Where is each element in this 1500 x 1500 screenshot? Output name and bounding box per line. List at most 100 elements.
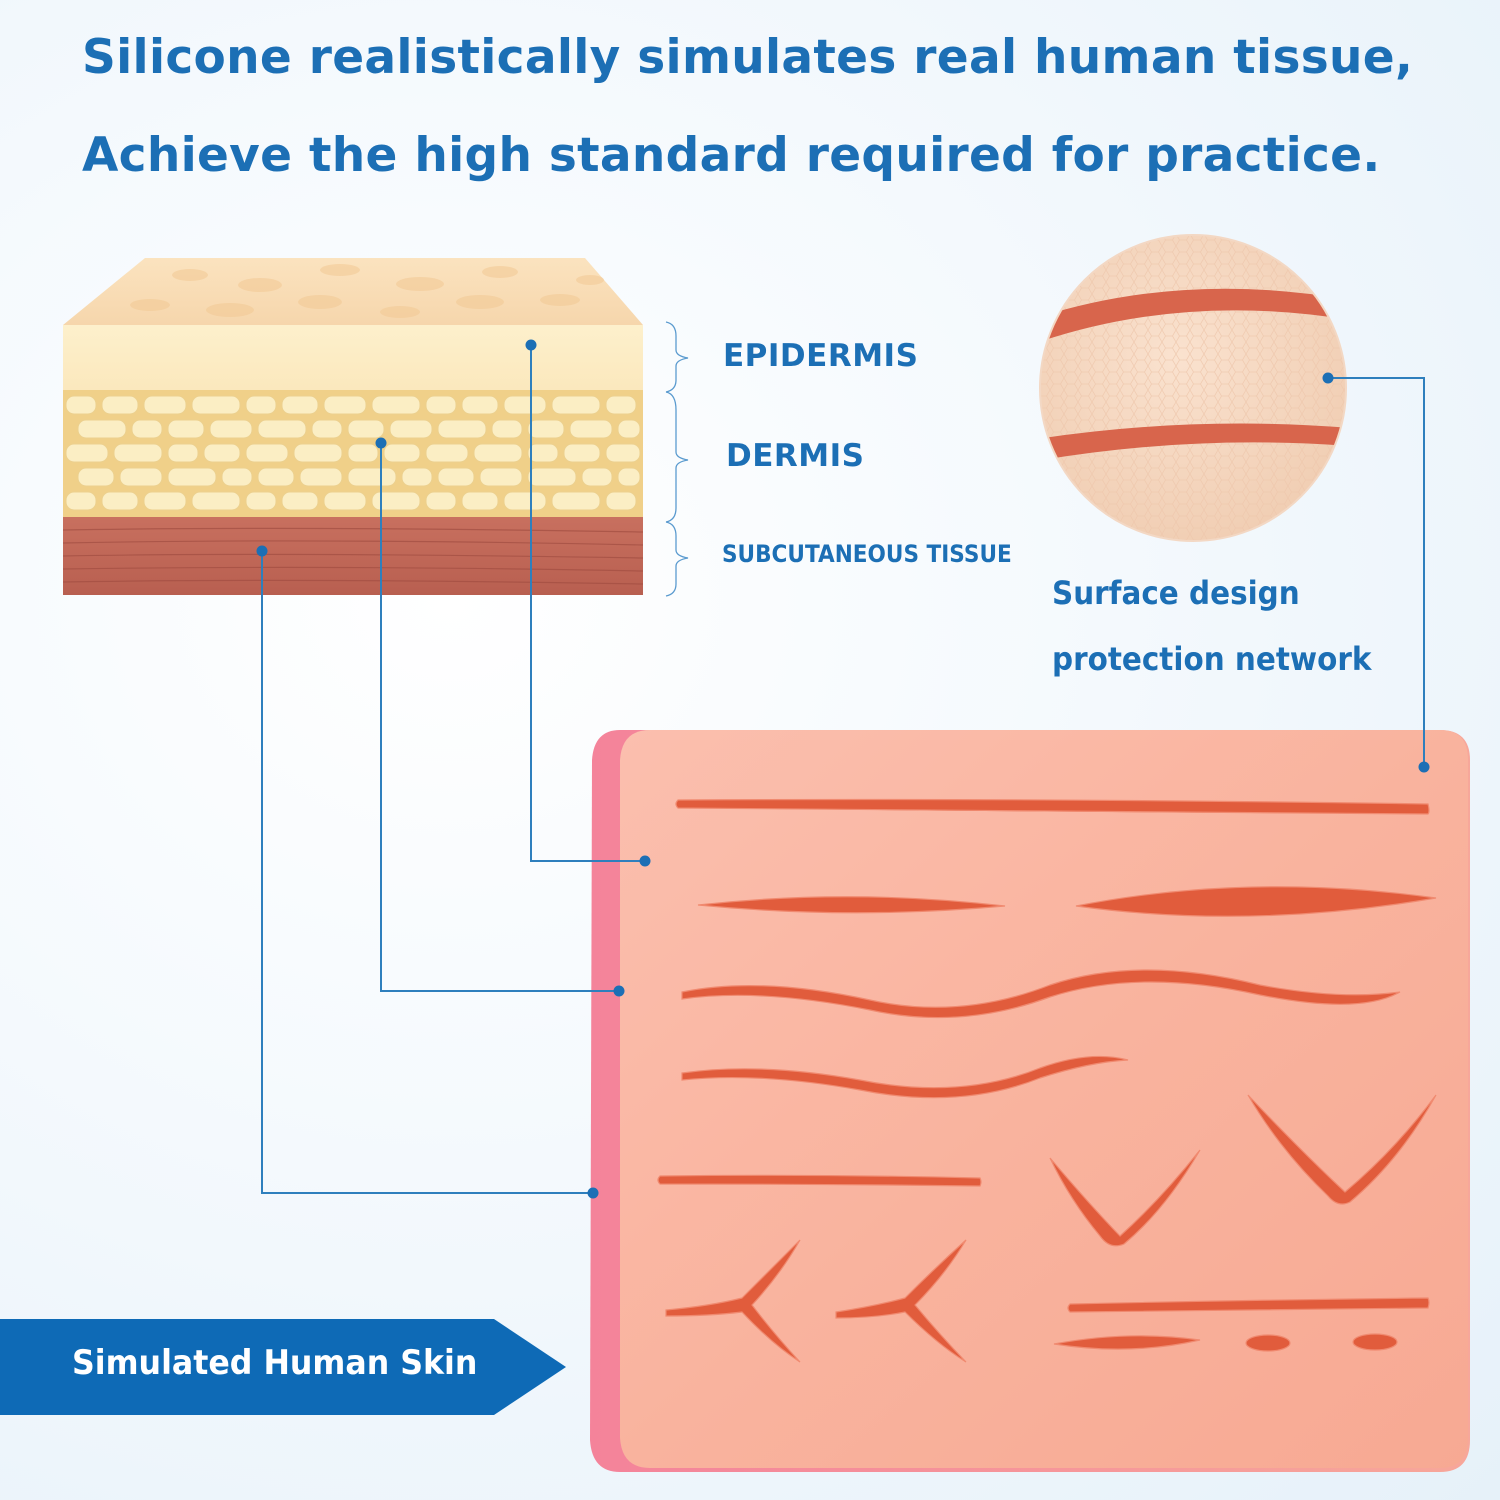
leader-epidermis <box>530 345 645 862</box>
dermis-cell <box>437 467 475 487</box>
dermis-cell <box>527 419 565 439</box>
layer-brackets <box>665 321 689 597</box>
dermis-cell <box>371 491 421 511</box>
suture-pad <box>590 730 1470 1472</box>
incision-v-large <box>1247 1094 1437 1205</box>
dermis-cell <box>551 395 601 415</box>
dermis-cell <box>293 443 343 463</box>
dermis-cell <box>323 491 367 511</box>
dermis-cell <box>617 419 641 439</box>
dermis-cell <box>143 491 187 511</box>
dermis-cell <box>143 395 187 415</box>
incision-dot-1 <box>1245 1334 1291 1352</box>
dermis-cell <box>527 443 559 463</box>
dermis-cell <box>401 467 433 487</box>
dermis-cell <box>65 443 109 463</box>
banner-label: Simulated Human Skin <box>72 1343 478 1383</box>
leader-surface <box>1328 377 1425 767</box>
headline-line-2: Achieve the high standard required for p… <box>82 128 1381 183</box>
dermis-cell <box>461 491 499 511</box>
incision-elliptic-bottom <box>1053 1335 1201 1350</box>
dermis-cell <box>605 491 637 511</box>
dermis-cell <box>257 467 295 487</box>
dermis-cell <box>461 395 499 415</box>
surface-label-line-1: Surface design <box>1052 574 1300 612</box>
leader-dermis <box>380 443 619 992</box>
dermis-cell <box>425 491 457 511</box>
dermis-cell <box>347 419 385 439</box>
leader-dots <box>256 339 1430 1199</box>
dermis-cell <box>167 443 199 463</box>
dermis-cell <box>311 419 343 439</box>
dermis-cell <box>191 395 241 415</box>
suture-pad-top <box>620 730 1468 1468</box>
dermis-cell <box>191 491 241 511</box>
subcutaneous-bracket <box>665 521 689 597</box>
dermis-cell <box>437 419 487 439</box>
magnified-incision-top <box>1040 288 1346 345</box>
dermis-cell <box>65 491 97 511</box>
dermis-cell <box>281 491 319 511</box>
dermis-cell <box>551 491 601 511</box>
dermis-cell <box>167 419 205 439</box>
leader-lines <box>261 345 1425 1194</box>
product-banner: Simulated Human Skin <box>0 1319 566 1415</box>
dermis-cell <box>221 467 253 487</box>
dermis-bracket <box>665 391 689 523</box>
epidermis-layer <box>63 325 643 390</box>
headline-line-1: Silicone realistically simulates real hu… <box>82 30 1414 85</box>
dermis-cell <box>101 491 139 511</box>
dermis-label: DERMIS <box>726 438 865 474</box>
epidermis-label: EPIDERMIS <box>723 338 919 374</box>
epidermis-bracket <box>665 321 689 393</box>
incision-straight-long <box>675 798 1430 815</box>
dermis-cell <box>371 395 421 415</box>
dermis-cell <box>245 491 277 511</box>
dermis-cell <box>473 443 523 463</box>
dermis-cell <box>389 419 433 439</box>
incision-elliptic-small <box>697 896 1006 914</box>
dermis-cell <box>605 443 641 463</box>
dermis-cell <box>569 419 613 439</box>
dermis-cell <box>77 419 127 439</box>
dermis-cell <box>101 395 139 415</box>
leader-subcutaneous <box>261 551 593 1194</box>
dermis-cell <box>65 395 97 415</box>
dermis-cell <box>245 395 277 415</box>
incision-straight-short <box>1067 1297 1430 1313</box>
dermis-cell <box>299 467 343 487</box>
dermis-cell <box>131 419 163 439</box>
dermis-cell <box>119 467 163 487</box>
dermis-cell <box>425 395 457 415</box>
dermis-cell <box>527 467 577 487</box>
dermis-cell <box>77 467 115 487</box>
incision-elliptic-large <box>1075 886 1437 917</box>
dermis-cell <box>581 467 613 487</box>
dermis-cell <box>347 467 397 487</box>
dermis-cell <box>245 443 289 463</box>
incision-y-left <box>665 1239 801 1363</box>
surface-magnifier <box>1039 234 1347 542</box>
banner-arrow-shape <box>0 1319 566 1415</box>
subcutaneous-label: SUBCUTANEOUS TISSUE <box>722 540 1012 568</box>
dermis-cell <box>503 395 547 415</box>
muscle-fibers <box>62 527 644 585</box>
dermis-cell <box>491 419 523 439</box>
incision-v-small <box>1049 1149 1201 1247</box>
dermis-cell <box>383 443 421 463</box>
dermis-cell <box>425 443 469 463</box>
dermis-cell <box>617 467 641 487</box>
magnified-incision-bottom <box>1040 423 1346 462</box>
dermis-cell <box>503 491 547 511</box>
dermis-cell <box>323 395 367 415</box>
dermis-cell <box>257 419 307 439</box>
dermis-cell <box>209 419 253 439</box>
incision-dot-2 <box>1352 1333 1398 1351</box>
incision-wave-2 <box>681 1055 1129 1099</box>
incision-straight-mid <box>657 1174 982 1187</box>
incision-y-right <box>835 1239 967 1363</box>
dermis-cell <box>605 395 637 415</box>
dermis-cell <box>203 443 241 463</box>
dermis-cell <box>479 467 523 487</box>
